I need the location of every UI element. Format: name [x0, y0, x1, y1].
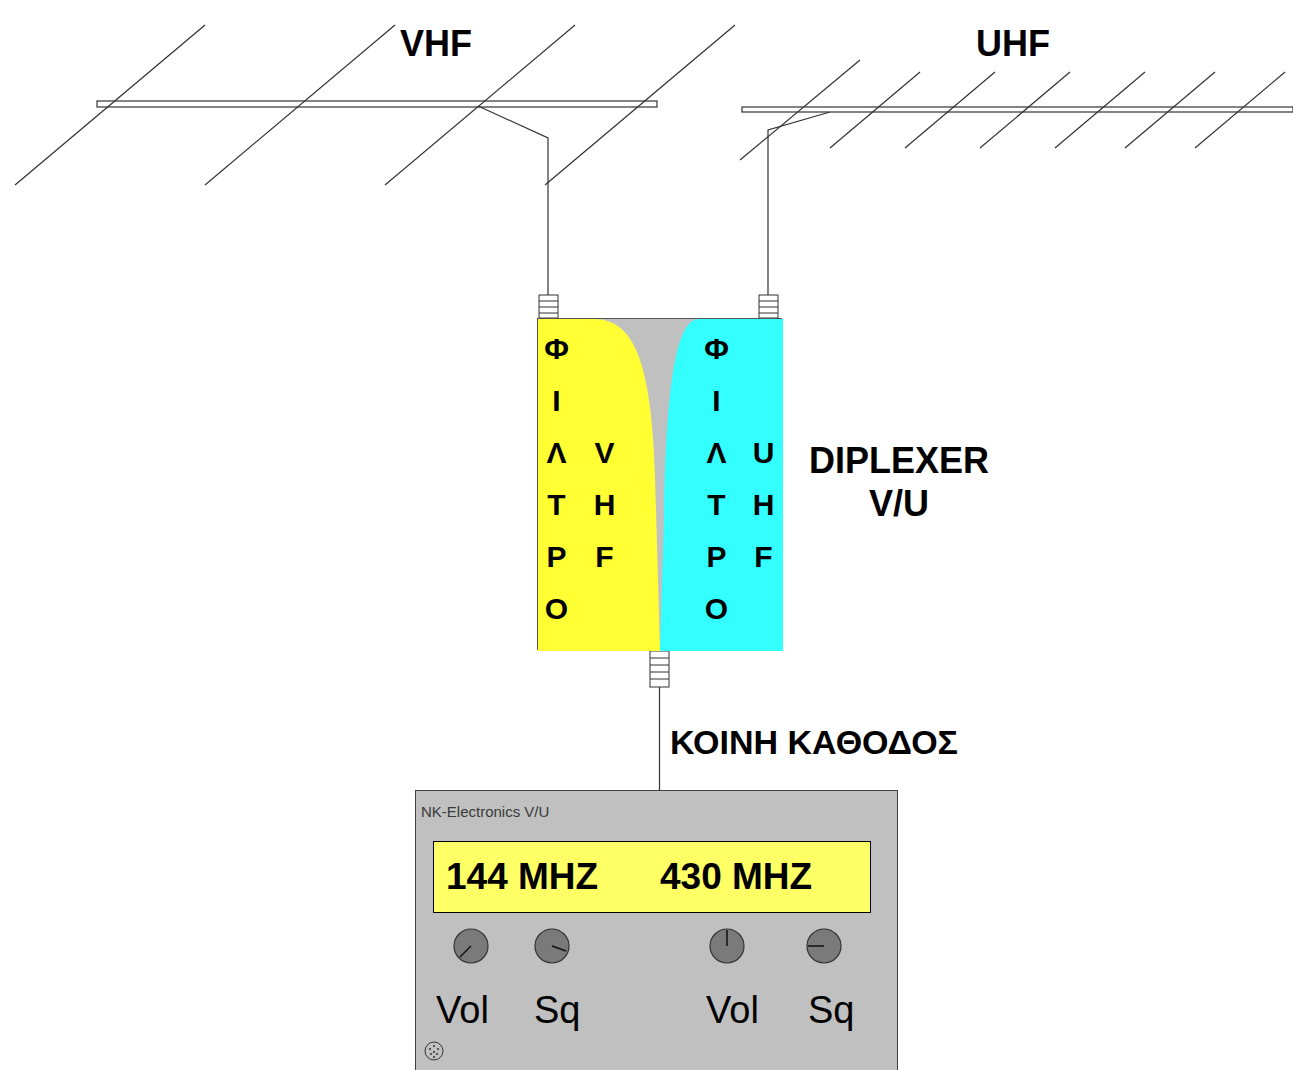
connector-ring	[539, 307, 558, 308]
vhf-antenna	[15, 25, 735, 296]
filter-fill	[660, 319, 783, 651]
antenna-element	[980, 72, 1070, 148]
antenna-element	[15, 25, 205, 185]
knob-body	[535, 929, 569, 963]
antenna-element	[1125, 72, 1215, 148]
band-label: VHF	[400, 22, 472, 65]
knob-label: Vol	[706, 989, 759, 1033]
node-text: UHF	[750, 427, 777, 583]
socket-pin	[433, 1051, 435, 1053]
knob-pointer	[460, 946, 471, 957]
frequency-display: 144 MHZ 430 MHZ	[433, 841, 871, 913]
filter-fill	[538, 319, 660, 651]
knob-label: Vol	[436, 989, 489, 1033]
socket-pin	[433, 1045, 435, 1047]
antenna-element	[830, 72, 920, 148]
connector-ring	[650, 665, 669, 666]
uhf-antenna	[740, 60, 1293, 296]
feed-line	[768, 112, 830, 296]
connector-ring	[650, 672, 669, 673]
connector-ring	[759, 307, 778, 308]
control-knob	[535, 929, 569, 963]
socket-pin	[429, 1048, 431, 1050]
node-text: VHF	[591, 427, 618, 583]
knob-label: Sq	[808, 989, 854, 1033]
antenna-element	[205, 25, 395, 185]
antenna-element	[740, 60, 860, 160]
socket-ring	[425, 1042, 443, 1060]
uhf-filter: ΦΙΛΤΡΟ UHF	[659, 319, 783, 651]
node-text: 430 MHZ	[660, 856, 812, 899]
node-title: ΦΙΛΤΡΟ	[703, 323, 730, 635]
connector-ring	[759, 301, 778, 302]
connector-stub	[650, 651, 669, 687]
knob-body	[807, 929, 841, 963]
antenna-element	[1195, 72, 1285, 148]
antenna-boom	[97, 101, 657, 107]
knob-pointer	[552, 946, 566, 951]
socket-pin	[430, 1053, 432, 1055]
socket-pin	[437, 1048, 439, 1050]
knob-body	[710, 929, 744, 963]
node-title: ΦΙΛΤΡΟ	[543, 323, 570, 635]
antenna-element	[1055, 72, 1145, 148]
control-knob	[710, 929, 744, 963]
antenna-element	[545, 25, 735, 185]
connector-ring	[650, 679, 669, 680]
connector-ring	[759, 313, 778, 314]
control-knob	[454, 929, 488, 963]
transceiver-unit: NK-Electronics V/U 144 MHZ 430 MHZ Vol Sq Vol…	[415, 790, 898, 1070]
control-knob	[807, 929, 841, 963]
knob-pointer	[808, 945, 824, 947]
node-title: NK-Electronics V/U	[421, 803, 549, 820]
vhf-filter: ΦΙΛΤΡΟ VHF	[538, 319, 661, 651]
connector-ring	[539, 313, 558, 314]
antenna-boom	[742, 107, 1293, 112]
connector-ring	[539, 301, 558, 302]
band-label: UHF	[976, 22, 1050, 65]
connector-ring	[650, 658, 669, 659]
cable-label: ΚΟΙΝΗ ΚΑΘΟΔΟΣ	[668, 722, 960, 763]
connector-stub	[759, 295, 778, 318]
feed-line	[478, 106, 548, 296]
connector-stub	[539, 295, 558, 318]
knob-pointer	[726, 930, 728, 946]
socket-pin	[433, 1056, 435, 1058]
socket-pin	[436, 1053, 438, 1055]
antenna-element	[905, 72, 995, 148]
knob-body	[454, 929, 488, 963]
mic-socket	[425, 1042, 443, 1060]
diplexer-box: DIPLEXER V/UΦΙΛΤΡΟVHFΦΙΛΤΡΟUHF	[537, 318, 782, 650]
node-title: DIPLEXER V/U	[794, 439, 1004, 525]
knob-label: Sq	[534, 989, 580, 1033]
node-title: 144 MHZ	[446, 856, 598, 899]
